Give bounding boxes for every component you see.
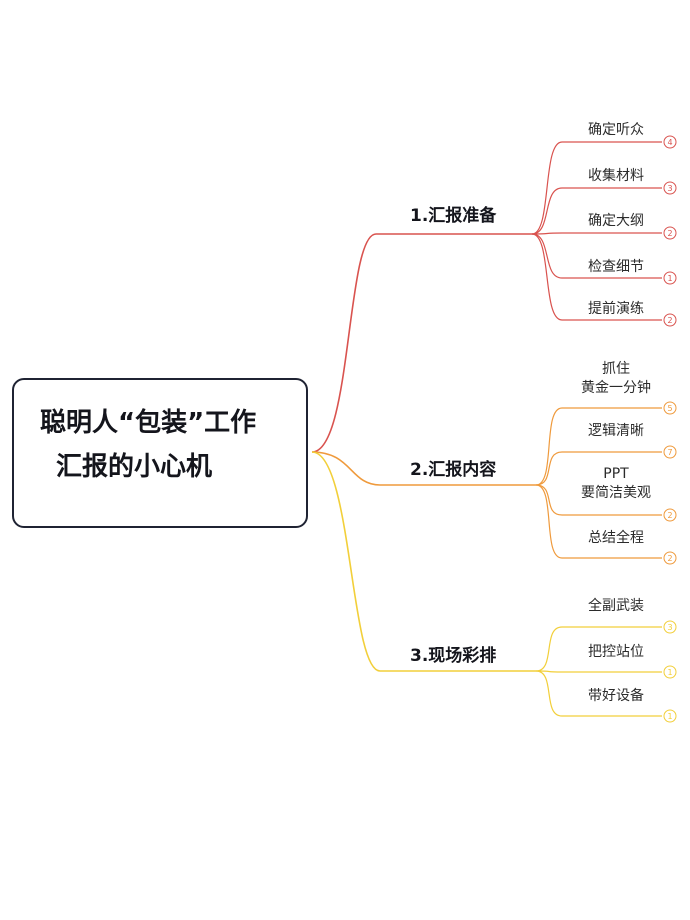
leaf-connector-1-2 <box>531 187 662 235</box>
priority-badge: 7 <box>663 445 677 459</box>
leaf-text-line: 确定听众 <box>588 122 644 138</box>
root-title-line2: 汇报的小心机 <box>56 452 213 482</box>
svg-text:5: 5 <box>667 404 672 413</box>
leaf-connector-2-1 <box>535 407 662 486</box>
priority-badge: 1 <box>663 665 677 679</box>
leaf-connector-3-3 <box>535 670 662 717</box>
leaf-text-line: 检查细节 <box>588 259 644 275</box>
leaf-connector-3-1 <box>535 626 662 672</box>
svg-text:7: 7 <box>667 448 672 457</box>
leaf-label-3-2: 把控站位 <box>566 643 666 662</box>
leaf-connector-1-1 <box>531 141 662 235</box>
svg-text:2: 2 <box>667 511 672 520</box>
priority-badge: 4 <box>663 135 677 149</box>
leaf-connector-2-2 <box>535 451 662 486</box>
leaf-connector-1-3 <box>531 232 662 235</box>
leaf-label-1-5: 提前演练 <box>566 300 666 319</box>
leaf-label-3-1: 全副武装 <box>566 597 666 616</box>
leaf-label-2-4: 总结全程 <box>566 529 666 548</box>
leaf-label-2-3: PPT 要简洁美观 <box>566 465 666 503</box>
leaf-label-1-2: 收集材料 <box>566 167 666 186</box>
leaf-connector-1-4 <box>531 233 662 279</box>
leaf-label-2-1: 抓住黄金一分钟 <box>566 360 666 398</box>
leaf-text-line: 确定大纲 <box>588 213 644 229</box>
svg-text:1: 1 <box>667 274 672 283</box>
svg-text:2: 2 <box>667 229 672 238</box>
branch-label-3: 3.现场彩排 <box>410 646 497 666</box>
svg-text:1: 1 <box>667 668 672 677</box>
leaf-connector-1-5 <box>531 233 662 321</box>
leaf-label-1-3: 确定大纲 <box>566 212 666 231</box>
leaf-text-line: 把控站位 <box>588 644 644 660</box>
leaf-text-line: 全副武装 <box>588 598 644 614</box>
svg-text:4: 4 <box>667 138 672 147</box>
root-node: 聪明人“包装”工作 汇报的小心机 <box>12 378 308 528</box>
leaf-text-line: 提前演练 <box>588 301 644 317</box>
root-title-line1: 聪明人“包装”工作 <box>40 408 257 438</box>
branch-label-1: 1.汇报准备 <box>410 206 497 226</box>
svg-text:1: 1 <box>667 712 672 721</box>
priority-badge: 5 <box>663 401 677 415</box>
leaf-text-line: 要简洁美观 <box>581 485 651 501</box>
branch-label-2: 2.汇报内容 <box>410 460 497 480</box>
priority-badge: 2 <box>663 313 677 327</box>
priority-badge: 3 <box>663 181 677 195</box>
branch-connector-2 <box>311 451 536 486</box>
leaf-label-1-1: 确定听众 <box>566 121 666 140</box>
leaf-text-line: 收集材料 <box>588 168 644 184</box>
leaf-label-2-2: 逻辑清晰 <box>566 422 666 441</box>
priority-badge: 2 <box>663 226 677 240</box>
leaf-text-line: 抓住 <box>602 361 630 377</box>
leaf-text-line: 总结全程 <box>588 530 644 546</box>
svg-text:2: 2 <box>667 554 672 563</box>
leaf-connector-2-4 <box>535 484 662 559</box>
svg-text:2: 2 <box>667 316 672 325</box>
leaf-connector-3-2 <box>535 670 662 673</box>
priority-badge: 2 <box>663 508 677 522</box>
leaf-text-line: 带好设备 <box>588 688 644 704</box>
svg-text:3: 3 <box>667 184 672 193</box>
priority-badge: 2 <box>663 551 677 565</box>
leaf-text-line: 黄金一分钟 <box>581 380 651 396</box>
priority-badge: 3 <box>663 620 677 634</box>
priority-badge: 1 <box>663 709 677 723</box>
leaf-text-line: PPT <box>603 466 629 482</box>
branch-connector-3 <box>311 451 536 672</box>
leaf-label-3-3: 带好设备 <box>566 687 666 706</box>
priority-badge: 1 <box>663 271 677 285</box>
leaf-text-line: 逻辑清晰 <box>588 423 644 439</box>
svg-text:3: 3 <box>667 623 672 632</box>
leaf-connector-2-3 <box>535 484 662 516</box>
leaf-label-1-4: 检查细节 <box>566 258 666 277</box>
branch-connector-1 <box>311 233 532 453</box>
